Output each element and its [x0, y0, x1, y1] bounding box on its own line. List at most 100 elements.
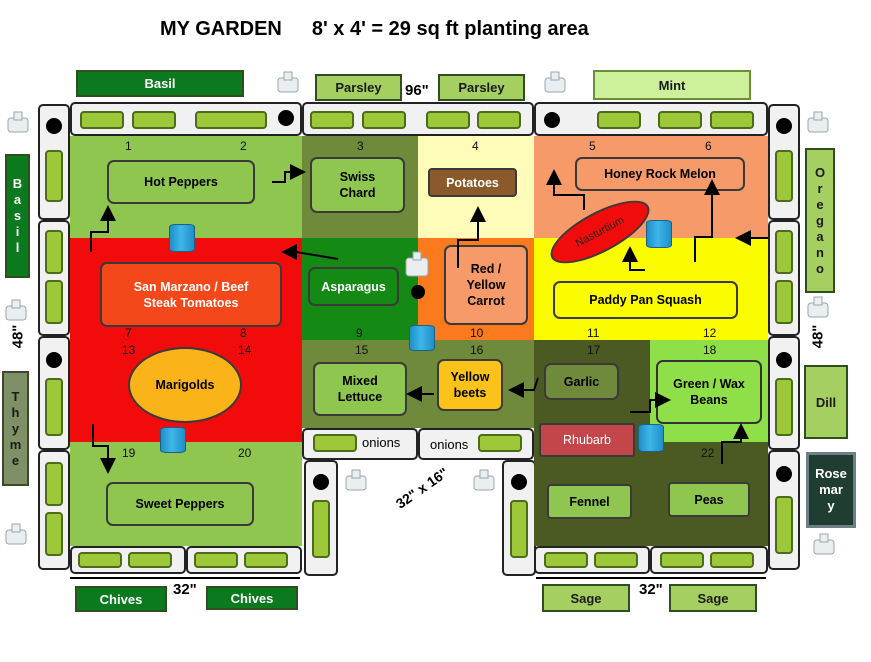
herb-sage-2: Sage [669, 584, 757, 612]
plant-tomatoes: San Marzano / Beef Steak Tomatoes [100, 262, 282, 327]
frame-slot [128, 552, 172, 568]
arrow-icon [546, 169, 585, 210]
plant-beans: Green / Wax Beans [656, 360, 762, 424]
herb-letter: m [9, 436, 22, 452]
arrow-icon [92, 424, 116, 474]
cell-number: 15 [355, 343, 369, 357]
herb-mint: Mint [593, 70, 751, 100]
cell-number: 5 [589, 139, 596, 153]
herb-letter: O [814, 164, 826, 180]
herb-letter: T [11, 388, 20, 404]
herb-oregano: O r e g a n o [805, 148, 835, 293]
frame-hole [776, 352, 792, 368]
frame-slot [478, 434, 522, 452]
frame-slot [477, 111, 521, 129]
frame-hole [544, 112, 560, 128]
frame-slot [775, 150, 793, 202]
frame-hole [776, 118, 792, 134]
plant-garlic: Garlic [544, 363, 619, 400]
pipe-connector-icon [544, 71, 566, 93]
herb-letter: n [816, 244, 824, 260]
cell-number: 17 [587, 343, 601, 357]
frame-slot [544, 552, 588, 568]
onions-label-2: onions [430, 437, 469, 452]
frame-slot [594, 552, 638, 568]
plant-label-line: Mixed [342, 374, 378, 388]
plant-label-line: Red / [470, 262, 502, 276]
arrow-icon [694, 179, 720, 262]
frame-slot [658, 111, 702, 129]
frame-slot [45, 462, 63, 506]
herb-letter: B [12, 176, 23, 191]
plant-hot-peppers: Hot Peppers [107, 160, 255, 204]
herb-letter: e [816, 196, 824, 212]
arrow-icon [630, 392, 671, 413]
frame-hole [511, 474, 527, 490]
frame-slot [45, 150, 63, 202]
frame-slot [362, 111, 406, 129]
pipe-connector-icon [277, 71, 299, 93]
cell-number: 4 [472, 139, 479, 153]
cell-number: 13 [122, 343, 136, 357]
plant-label-line: Green / Wax [673, 377, 745, 391]
herb-letter: g [816, 212, 824, 228]
herb-letter: o [816, 260, 824, 276]
frame-hole [46, 118, 62, 134]
frame-slot [244, 552, 288, 568]
cell-number: 7 [125, 326, 132, 340]
frame-slot [660, 552, 704, 568]
cell-number: 8 [240, 326, 247, 340]
plant-label-line: Steak Tomatoes [143, 295, 239, 310]
frame-slot [710, 552, 754, 568]
herb-letter: s [13, 208, 22, 223]
herb-text: mar [819, 482, 843, 497]
plant-label-line: Lettuce [337, 390, 383, 404]
cell-number: 14 [238, 343, 252, 357]
herb-text: y [827, 498, 835, 513]
dimension-top: 96" [405, 82, 429, 99]
plant-peas: Peas [668, 482, 750, 517]
plant-sweet-peppers: Sweet Peppers [106, 482, 254, 526]
frame-slot [80, 111, 124, 129]
frame-slot [775, 378, 793, 436]
plant-yellow-beets: Yellow beets [437, 359, 503, 411]
arrow-icon [281, 244, 339, 260]
cell-number: 1 [125, 139, 132, 153]
plant-label-line: Swiss [339, 170, 376, 184]
arrow-icon [622, 246, 645, 271]
onions-label-1: onions [362, 435, 401, 450]
plant-label-line: Beans [690, 393, 728, 407]
frame-slot [310, 111, 354, 129]
frame-slot [710, 111, 754, 129]
arrow-icon [508, 377, 539, 398]
cell-number: 9 [356, 326, 363, 340]
frame-hole [313, 474, 329, 490]
cell-number: 3 [357, 139, 364, 153]
cell-number: 18 [703, 343, 717, 357]
plant-label-line: Yellow [466, 278, 506, 292]
cell-number: 20 [238, 446, 252, 460]
water-barrel-icon [160, 427, 186, 453]
frame-slot [45, 378, 63, 436]
dimension-bottom-right: 32" [639, 581, 663, 598]
cell-number: 10 [470, 326, 484, 340]
frame-board-notch-2 [418, 428, 534, 460]
cell-number: 11 [587, 326, 600, 340]
herb-text: Rose [815, 466, 847, 481]
plant-label-line: Yellow [450, 370, 490, 384]
frame-slot [510, 500, 528, 558]
herb-letter: a [13, 192, 22, 207]
herb-parsley-1: Parsley [315, 74, 402, 101]
frame-slot [775, 496, 793, 554]
plant-mixed-lettuce: Mixed Lettuce [313, 362, 407, 416]
frame-slot [312, 500, 330, 558]
herb-thyme: T h y m e [2, 371, 29, 486]
cell-number: 12 [703, 326, 717, 340]
frame-hole [411, 285, 425, 299]
herb-letter: l [15, 240, 20, 255]
frame-slot [194, 552, 238, 568]
herb-chives-1: Chives [75, 586, 167, 612]
cell-number: 19 [122, 446, 136, 460]
herb-letter: r [817, 180, 823, 196]
